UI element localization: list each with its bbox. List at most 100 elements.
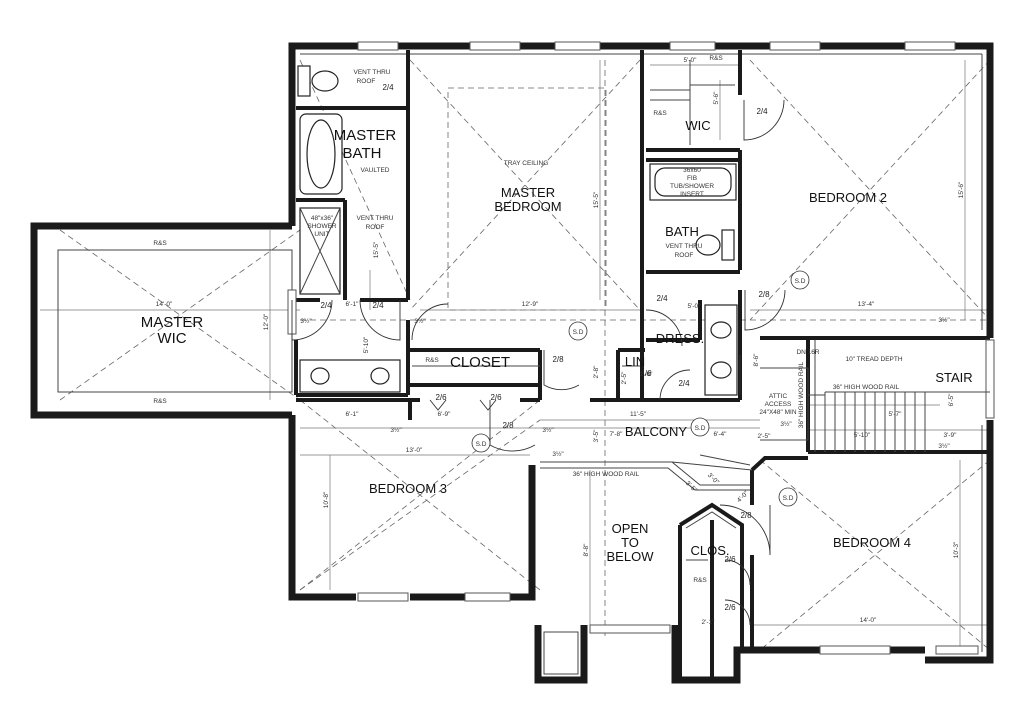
dim-1-6-lin: 1'-6"	[640, 371, 654, 378]
sd-label-5: S.D	[783, 495, 794, 502]
dress-label: DRESS.	[656, 331, 704, 346]
stair-label: STAIR	[935, 370, 972, 385]
vaulted-note: VAULTED	[360, 167, 389, 174]
wall-mark-4: 3½"	[542, 426, 554, 434]
vertical-rail-note: 36" HIGH WOOD RAIL	[798, 361, 805, 428]
dim-3-5-balc: 3'-5"	[593, 429, 600, 443]
dim-stair-5-7: 5'-7"	[889, 411, 903, 418]
dim-master-bed-width: 12'-9"	[522, 301, 539, 308]
dim-lin-2-5: 2'-5"	[621, 371, 628, 385]
dim-bed2-width: 13'-4"	[858, 301, 875, 308]
door-2-6-clos-a: 2/6	[724, 555, 736, 564]
attic-note-2: ACCESS	[765, 401, 792, 408]
dim-2-5-stair: 2'-5"	[758, 433, 772, 440]
wall-mark-8: 3½"	[780, 420, 792, 428]
sd-label-1: S.D	[573, 329, 584, 336]
tub-note-4: INSERT	[680, 191, 704, 198]
door-2-4-bath-wc: 2/4	[382, 83, 394, 92]
bath-vent-note-1: VENT THRU	[666, 243, 703, 250]
lin-label: LIN	[625, 354, 645, 369]
bedroom3-label: BEDROOM 3	[369, 481, 447, 496]
smoke-detectors	[471, 270, 810, 507]
clos-label: CLOS.	[690, 543, 729, 558]
dim-2-8-closet: 2'-8"	[593, 365, 600, 379]
master-bedroom-label-2: BEDROOM	[494, 199, 561, 214]
door-2-6-closet-b: 2/6	[490, 393, 502, 402]
rs-label-closet: R&S	[425, 357, 439, 364]
wall-mark-1: 3½"	[300, 317, 312, 325]
dim-master-bath-depth: 15'-5"	[373, 241, 380, 258]
dim-4-0-bed4: 4'-0"	[736, 489, 751, 504]
rs-label-wic-bottom: R&S	[153, 398, 167, 405]
dim-2-1-clos: 2'-1"	[702, 619, 716, 626]
door-2-4-lin: 2/4	[678, 379, 690, 388]
closet-label: CLOSET	[450, 354, 510, 371]
dim-mb-5-10: 5'-10"	[363, 336, 370, 353]
dim-stair-5-10: 5'-10"	[854, 432, 871, 439]
roof-lines	[59, 59, 991, 651]
vent-note-mid-2: ROOF	[366, 224, 385, 231]
dim-wic-width: 5'-0"	[684, 57, 698, 64]
wall-mark-7: 3½"	[552, 450, 564, 458]
dim-bed2-depth: 15'-6"	[958, 181, 965, 198]
fixtures	[297, 60, 738, 561]
rs-label-wic: R&S	[709, 55, 723, 62]
balcony-rail-note: 36" HIGH WOOD RAIL	[573, 471, 640, 478]
dim-open-below-depth: 8'-8"	[583, 543, 590, 557]
dim-6-1-bath: 6'-1"	[346, 301, 360, 308]
dimension-lines	[40, 60, 990, 650]
dim-hall-6-9: 6'-9"	[438, 411, 452, 418]
shower-note-1: 48"x36"	[311, 215, 334, 222]
open-to-below-label-3: BELOW	[607, 549, 655, 564]
wall-mark-3: 3½"	[390, 426, 402, 434]
tub-note-2: FIB	[687, 175, 697, 182]
dim-bed3-width: 13'-0"	[406, 447, 423, 454]
rs-label-wic-top: R&S	[153, 240, 167, 247]
vent-note-top-1: VENT THRU	[354, 69, 391, 76]
dim-stair-6-5: 6'-5"	[948, 393, 955, 407]
door-2-4-dress: 2/4	[656, 294, 668, 303]
wic-label: WIC	[685, 118, 710, 133]
bedroom4-label: BEDROOM 4	[833, 535, 911, 550]
dim-balc-6-4: 6'-4"	[714, 431, 728, 438]
attic-note-3: 24"X48" MIN	[759, 409, 796, 416]
tub-note-3: TUB/SHOWER	[670, 183, 714, 190]
dim-3-0-rail: 3'-0"	[706, 472, 721, 487]
dim-hall-width: 11'-5"	[630, 411, 647, 418]
bath-label: BATH	[665, 224, 699, 239]
door-2-4-mbath-a: 2/4	[320, 301, 332, 310]
master-wic-label-2: WIC	[157, 330, 186, 347]
vent-note-top-2: ROOF	[357, 78, 376, 85]
dim-dress-width: 5'-0"	[688, 303, 702, 310]
wall-mark-2: 3½"	[414, 317, 426, 325]
windows	[287, 41, 995, 655]
open-to-below-label-1: OPEN	[612, 521, 649, 536]
door-2-4-wic: 2/4	[756, 107, 768, 116]
door-2-4-mbath-b: 2/4	[372, 301, 384, 310]
tub-note-1: 36x60	[683, 167, 701, 174]
shower-note-3: UNIT	[314, 231, 329, 238]
master-bath-label-1: MASTER	[334, 127, 397, 144]
dim-bed4-depth: 10'-3"	[953, 541, 960, 558]
wall-mark-6: 3½"	[938, 442, 950, 450]
tread-depth-note: 10" TREAD DEPTH	[845, 356, 902, 363]
doors	[291, 99, 786, 626]
sd-label-4: S.D	[476, 441, 487, 448]
vent-note-mid-1: VENT THRU	[357, 215, 394, 222]
dim-master-wic-depth: 12'-0"	[263, 313, 270, 330]
bath-vent-note-2: ROOF	[675, 252, 694, 259]
door-2-6-clos-b: 2/6	[724, 603, 736, 612]
balcony-label: BALCONY	[625, 424, 687, 439]
shower-note-2: SHOWER	[307, 223, 337, 230]
stair-treads	[760, 340, 990, 452]
dn-16r-note: DN 16R	[796, 349, 819, 356]
door-2-8-bed2: 2/8	[758, 290, 770, 299]
sd-label-3: S.D	[695, 425, 706, 432]
stair-rail-note: 36" HIGH WOOD RAIL	[833, 384, 900, 391]
door-2-8-bed3: 2/8	[502, 421, 514, 430]
attic-note-1: ATTIC	[769, 393, 788, 400]
door-2-8-closet: 2/8	[552, 355, 564, 364]
dim-bed4-width: 14'-0"	[860, 617, 877, 624]
door-2-8-bed4: 2/8	[740, 511, 752, 520]
